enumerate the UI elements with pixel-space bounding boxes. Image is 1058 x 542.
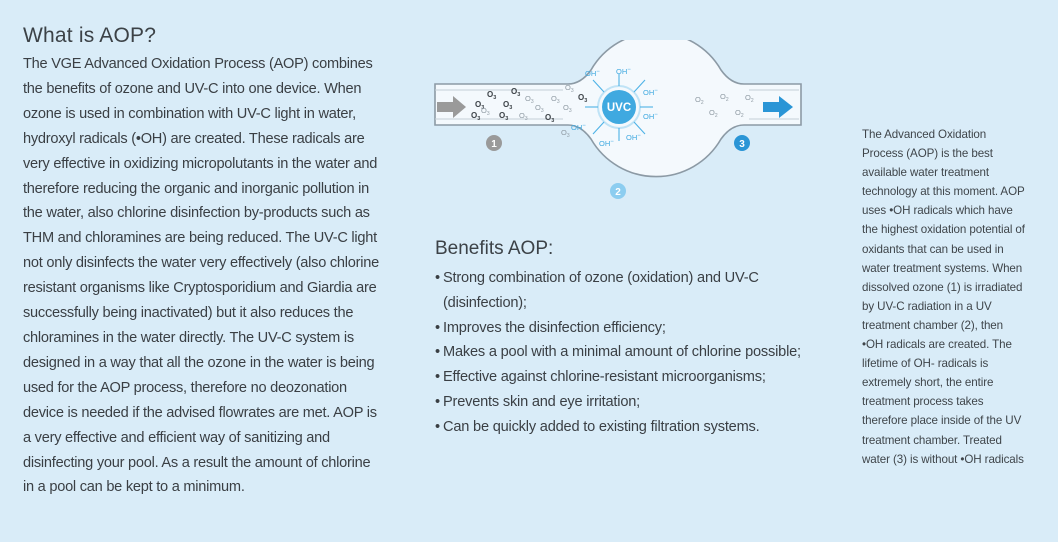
svg-text:O3: O3 [561,128,570,139]
list-item: •Makes a pool with a minimal amount of c… [435,344,801,361]
svg-text:OH−: OH− [571,123,586,132]
svg-text:O3: O3 [545,113,554,124]
benefits-section: Benefits AOP: •Strong combination of ozo… [435,238,815,440]
benefits-title: Benefits AOP: [435,238,554,259]
svg-text:O3: O3 [487,90,496,101]
uvc-label: UVC [607,102,631,114]
aop-description: The VGE Advanced Oxidation Process (AOP)… [23,56,379,496]
list-item: •Prevents skin and eye irritation; [435,393,641,410]
uv-light-rays [585,74,653,141]
svg-text:O3: O3 [511,87,520,98]
aop-process-diagram: UVC OH− OH− OH− OH− OH− OH− OH− O3 O3 O3… [434,40,802,199]
svg-text:OH−: OH− [626,133,641,142]
svg-text:O3: O3 [503,100,512,111]
svg-text:1: 1 [491,139,497,150]
ozone-molecules: O3 O3 O3 O3 O3 O3 O3 O3 [471,87,587,124]
svg-text:O3: O3 [471,111,480,122]
svg-text:OH−: OH− [585,69,600,78]
outlet-arrow-icon [763,96,793,118]
svg-text:O3: O3 [475,100,484,111]
svg-text:O3: O3 [519,111,528,122]
step-3-marker: 3 [734,135,750,151]
benefits-list: •Strong combination of ozone (oxidation)… [435,266,815,440]
uvc-lamp [602,90,636,124]
oxygen-molecules: O2 O2 O2 O2 O2 [695,92,754,119]
inlet-arrow-icon [437,96,466,118]
svg-text:OH−: OH− [643,112,658,121]
svg-text:O3: O3 [563,103,572,114]
list-item: •Can be quickly added to existing filtra… [435,418,760,435]
what-is-aop-section: What is AOP? The VGE Advanced Oxidation … [23,24,383,500]
section-title: What is AOP? [23,24,157,47]
svg-text:3: 3 [739,139,745,150]
svg-text:O3: O3 [578,93,587,104]
svg-text:2: 2 [615,187,621,198]
sidebar-text: The Advanced Oxidation Process (AOP) is … [862,128,1025,466]
svg-text:O2: O2 [720,92,729,103]
svg-text:O3: O3 [551,94,560,105]
svg-text:O3: O3 [525,94,534,105]
svg-text:OH−: OH− [643,88,658,97]
aop-sidebar-note: The Advanced Oxidation Process (AOP) is … [862,125,1027,469]
svg-text:O2: O2 [709,108,718,119]
ozone-molecules-faded: O3 O3 O3 O3 O3 O3 O3 O3 [481,83,574,139]
svg-text:O2: O2 [695,95,704,106]
svg-text:O3: O3 [481,106,490,117]
list-item: •Improves the disinfection efficiency; [435,319,666,336]
svg-text:O2: O2 [735,108,744,119]
step-2-marker: 2 [610,183,626,199]
svg-text:O3: O3 [565,83,574,94]
svg-text:OH−: OH− [616,67,631,76]
list-item: •Effective against chlorine-resistant mi… [435,369,766,386]
list-item: •Strong combination of ozone (oxidation)… [435,270,759,311]
step-1-marker: 1 [486,135,502,151]
svg-text:O3: O3 [535,103,544,114]
svg-text:OH−: OH− [599,139,614,148]
svg-text:O3: O3 [499,111,508,122]
svg-text:O2: O2 [745,93,754,104]
hydroxyl-radicals: OH− OH− OH− OH− OH− OH− OH− [571,67,658,148]
